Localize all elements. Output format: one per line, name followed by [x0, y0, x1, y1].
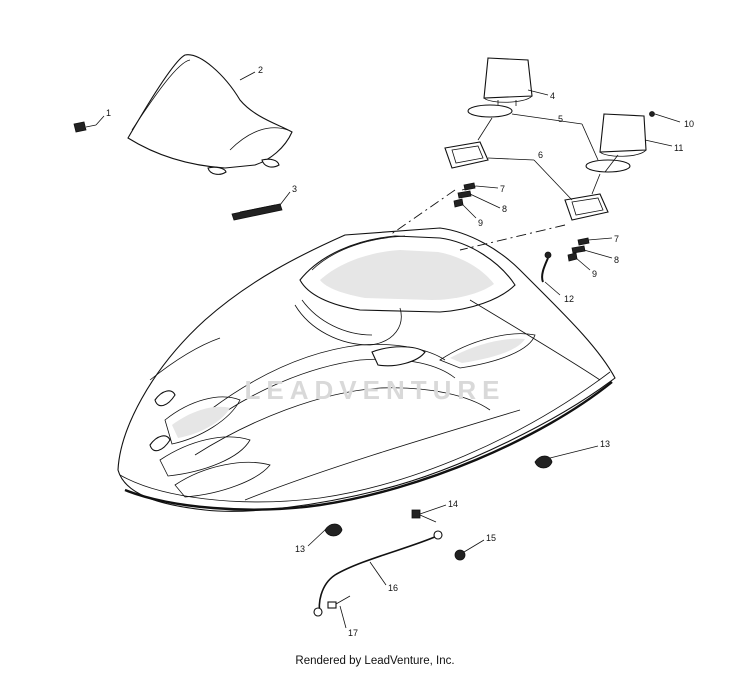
- part-ring-5b: [585, 159, 631, 173]
- callout-17: 17: [348, 628, 358, 638]
- callout-16: 16: [388, 583, 398, 593]
- callout-6: 6: [538, 150, 543, 160]
- assembly-line-top: [604, 154, 619, 173]
- part-bolt-14: [411, 509, 437, 523]
- part-clip-13b: [324, 523, 343, 537]
- callout-9b: 9: [592, 269, 597, 279]
- part-nut-15: [454, 549, 466, 561]
- callout-1: 1: [106, 108, 111, 118]
- part-clip-13a: [534, 455, 553, 469]
- part-gauge-housing-4: [483, 57, 533, 106]
- callout-7a: 7: [500, 184, 505, 194]
- tether-eye-2: [433, 530, 443, 540]
- callout-12: 12: [564, 294, 574, 304]
- part-bezel-6b: [564, 193, 609, 221]
- callout-13a: 13: [600, 439, 610, 449]
- part-cable-12: [541, 251, 552, 283]
- part-bezel-6a: [444, 141, 489, 169]
- callout-8b: 8: [614, 255, 619, 265]
- callout-2: 2: [258, 65, 263, 75]
- callout-3: 3: [292, 184, 297, 194]
- part-gauge-housing-11: [599, 113, 647, 157]
- part-screw: [73, 121, 97, 133]
- callout-9a: 9: [478, 218, 483, 228]
- callout-numbers: 1 2 3 4 5 6 7 8 9 10 11 7 8 9 12 13 13 1…: [106, 65, 694, 638]
- footer-credit: Rendered by LeadVenture, Inc.: [295, 655, 455, 667]
- part-springs-left: [453, 182, 477, 208]
- callout-13b: 13: [295, 544, 305, 554]
- centerline-right: [459, 224, 566, 251]
- tether-eye: [313, 607, 323, 617]
- callout-15: 15: [486, 533, 496, 543]
- callout-11: 11: [674, 143, 683, 153]
- callout-7b: 7: [614, 234, 619, 244]
- assembly-line-right: [591, 173, 601, 195]
- callout-8a: 8: [502, 204, 507, 214]
- windshield: [127, 54, 293, 175]
- part-tether-16: [318, 535, 438, 613]
- part-ring-5a: [467, 104, 513, 118]
- hood-assembly: [117, 227, 616, 512]
- leader-lines: [95, 71, 681, 629]
- callout-14: 14: [448, 499, 458, 509]
- callout-5: 5: [558, 114, 563, 124]
- callout-4: 4: [550, 91, 555, 101]
- part-rivet-17: [327, 595, 351, 609]
- part-screw-10: [649, 111, 655, 117]
- watermark-text: LEADVENTURE: [244, 375, 506, 405]
- part-strap: [231, 203, 283, 221]
- centerline-left: [389, 189, 456, 236]
- callout-10: 10: [684, 119, 694, 129]
- assembly-line-left: [477, 117, 493, 141]
- part-springs-right: [567, 237, 590, 262]
